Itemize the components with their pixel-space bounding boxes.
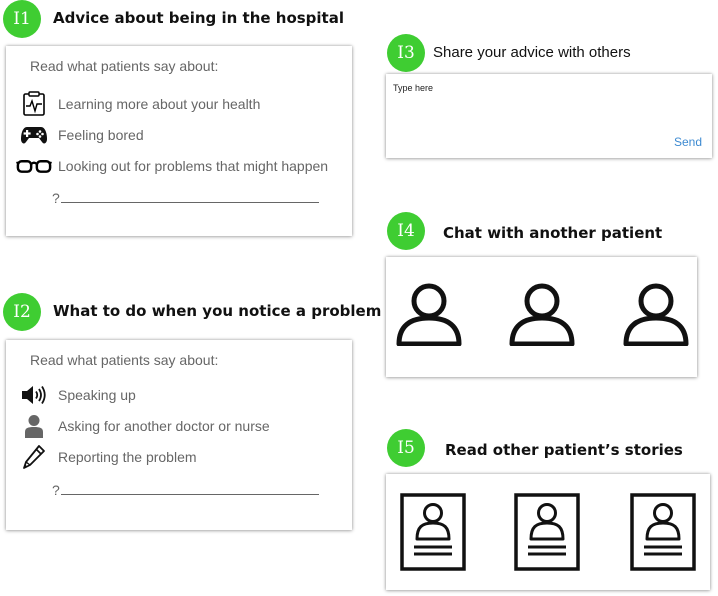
section-title-chat-patient: Chat with another patient (443, 224, 663, 242)
suggest-topic-blank[interactable]: ? (52, 482, 319, 498)
topic-label: Looking out for problems that might happ… (58, 158, 329, 174)
topic-learning-health[interactable]: Learning more about your health (16, 91, 260, 117)
advice-hospital-card: Read what patients say about: Learning m… (6, 46, 352, 236)
section-badge-i5: I5 (387, 429, 425, 467)
glasses-icon (16, 153, 52, 179)
user-icon (396, 283, 462, 346)
section-title-advice-hospital: Advice about being in the hospital (53, 9, 344, 27)
gamepad-icon (16, 122, 52, 148)
topic-reporting-problem[interactable]: Reporting the problem (16, 444, 197, 470)
section-title-notice-problem: What to do when you notice a problem (53, 302, 382, 320)
topic-label: Learning more about your health (58, 96, 261, 112)
topic-label: Feeling bored (58, 127, 144, 143)
patient-avatar-3[interactable] (621, 282, 691, 346)
suggest-topic-blank[interactable]: ? (52, 190, 319, 206)
blank-line (60, 494, 319, 495)
share-advice-box[interactable]: Type here Send (386, 74, 712, 158)
section-badge-i1: I1 (3, 0, 41, 38)
blank-line (60, 202, 319, 203)
chat-patients-card (386, 257, 697, 377)
story-card-3[interactable] (630, 493, 696, 571)
clipboard-health-icon (16, 91, 52, 117)
profile-document-icon (400, 493, 466, 571)
person-icon (16, 413, 52, 439)
profile-document-icon (630, 493, 696, 571)
section-badge-i3: I3 (387, 34, 425, 72)
speaker-icon (16, 382, 52, 408)
topic-feeling-bored[interactable]: Feeling bored (16, 122, 144, 148)
notice-problem-card: Read what patients say about: Speaking u… (6, 340, 352, 530)
topic-label: Reporting the problem (58, 449, 197, 465)
user-icon (509, 283, 575, 346)
topic-label: Asking for another doctor or nurse (58, 418, 270, 434)
topic-speaking-up[interactable]: Speaking up (16, 382, 136, 408)
section-badge-i4: I4 (387, 212, 425, 250)
topic-label: Speaking up (58, 387, 136, 403)
send-button[interactable]: Send (673, 135, 702, 149)
patient-stories-card (386, 474, 710, 590)
topic-another-doctor[interactable]: Asking for another doctor or nurse (16, 413, 270, 439)
story-card-2[interactable] (514, 493, 580, 571)
patient-avatar-1[interactable] (394, 282, 464, 346)
topic-looking-out-problems[interactable]: Looking out for problems that might happ… (16, 153, 328, 179)
story-card-1[interactable] (400, 493, 466, 571)
section-title-share-advice: Share your advice with others (433, 44, 631, 61)
card-intro: Read what patients say about: (30, 352, 219, 368)
section-badge-i2: I2 (3, 293, 41, 331)
message-input[interactable]: Type here (393, 83, 434, 93)
section-title-patient-stories: Read other patient’s stories (445, 441, 683, 459)
user-icon (623, 283, 689, 346)
profile-document-icon (514, 493, 580, 571)
patient-avatar-2[interactable] (507, 282, 577, 346)
pencil-icon (16, 444, 52, 470)
card-intro: Read what patients say about: (30, 58, 219, 74)
